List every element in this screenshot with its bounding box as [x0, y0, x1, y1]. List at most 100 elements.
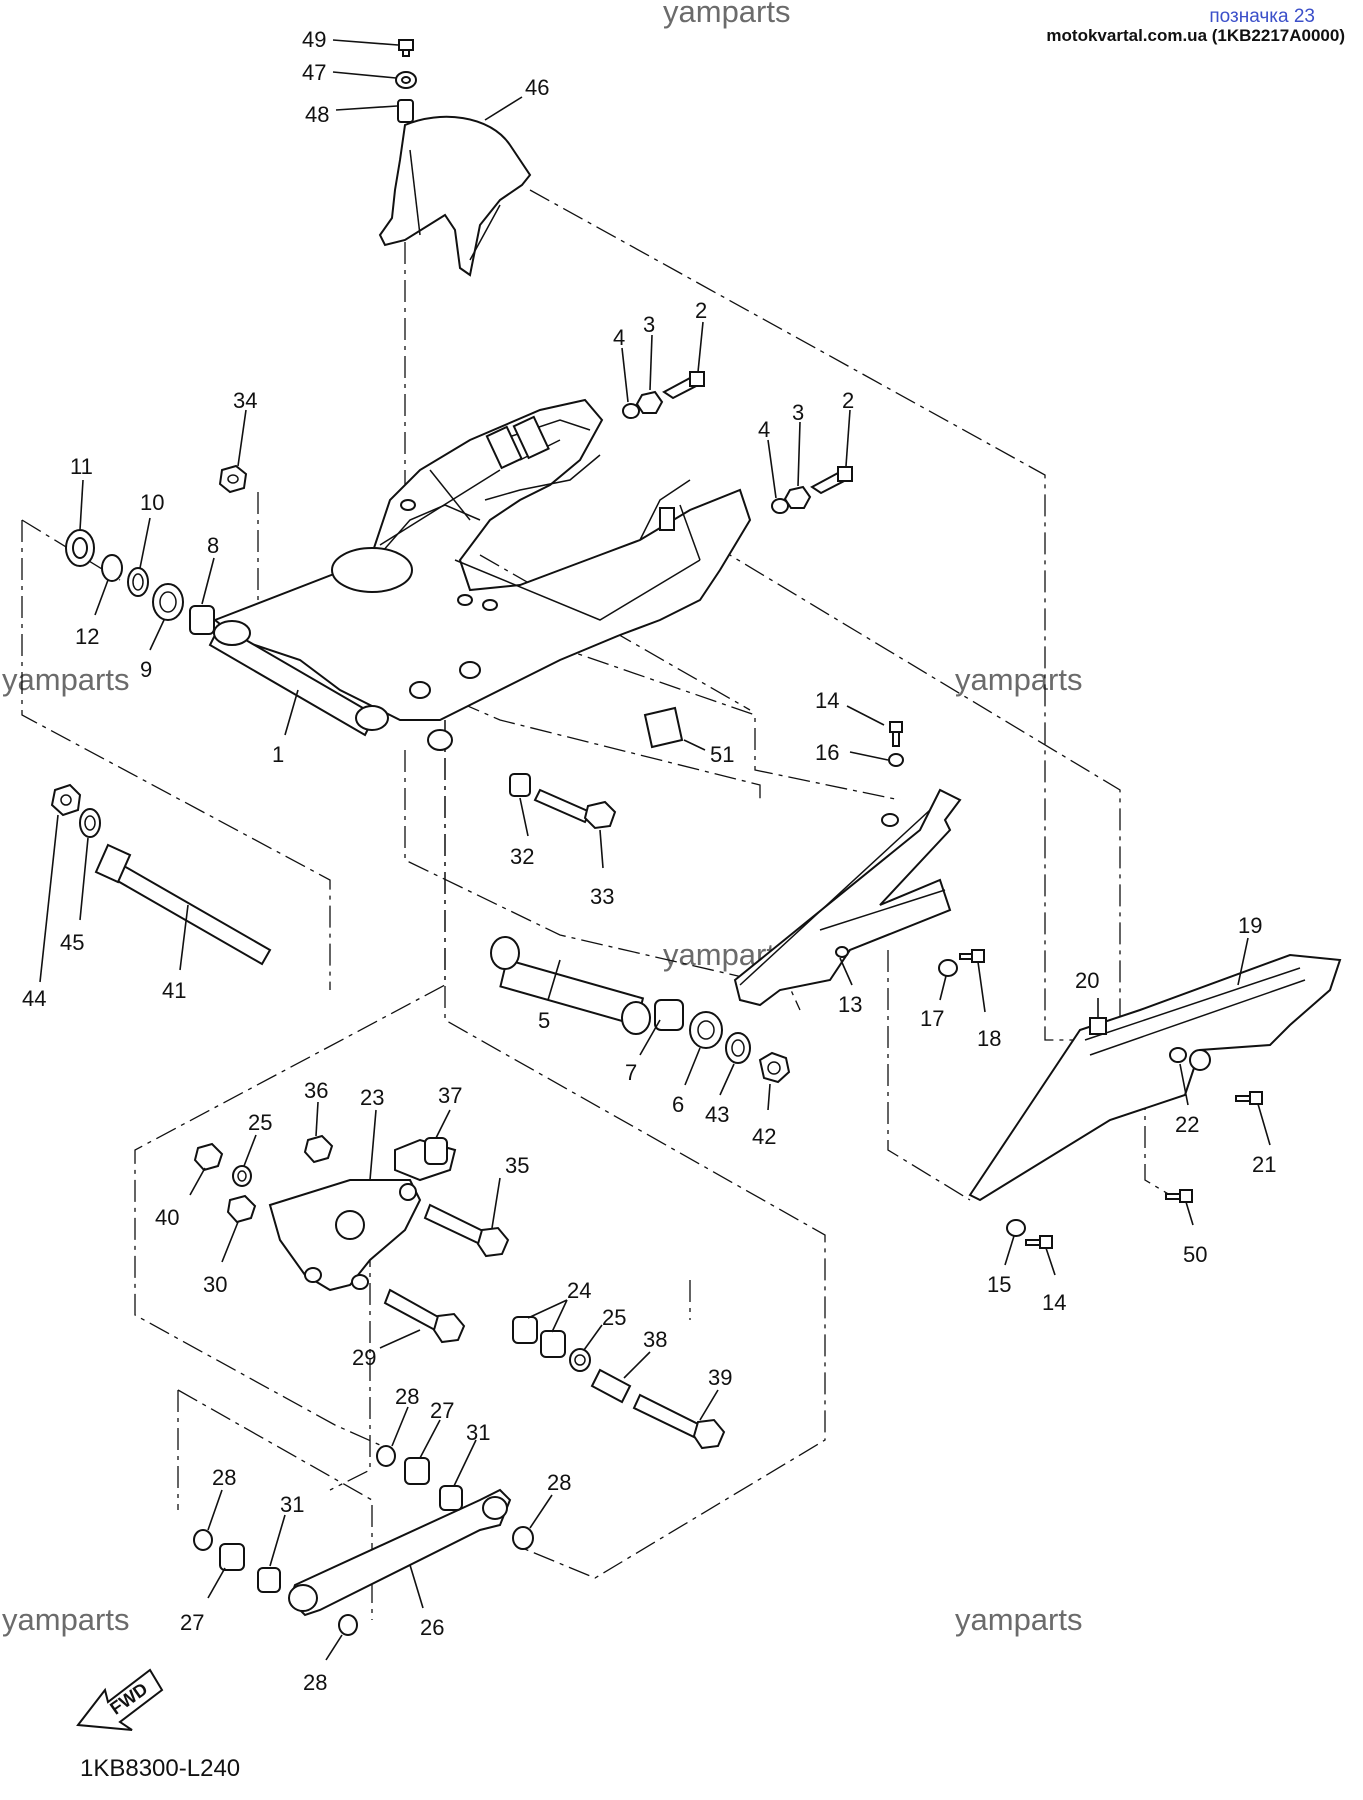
- pivot-tube-1: [208, 620, 389, 737]
- swingarm: [213, 398, 752, 751]
- watermark-left-mid: yamparts: [2, 662, 130, 697]
- callout-2b: 2: [842, 388, 854, 413]
- screw-21: [1235, 1091, 1263, 1105]
- callout-32: 32: [510, 844, 534, 869]
- nut-42: [758, 1051, 791, 1084]
- callout-34: 34: [233, 388, 257, 413]
- callout-17: 17: [920, 1006, 944, 1031]
- bearing-9: [152, 583, 184, 621]
- callout-40: 40: [155, 1205, 179, 1230]
- washer-45: [79, 808, 101, 838]
- callout-7: 7: [625, 1060, 637, 1085]
- callout-42: 42: [752, 1124, 776, 1149]
- callout-28c: 28: [212, 1465, 236, 1490]
- washer-28c: [193, 1529, 213, 1551]
- collar-17: [938, 959, 958, 977]
- callout-12: 12: [75, 624, 99, 649]
- callout-51: 51: [710, 742, 734, 767]
- callout-25b: 25: [602, 1305, 626, 1330]
- callout-19: 19: [1238, 913, 1262, 938]
- callout-9: 9: [140, 657, 152, 682]
- callout-24: 24: [567, 1278, 591, 1303]
- bearing-27a: [404, 1457, 430, 1485]
- nut-34: [218, 464, 248, 494]
- nut-3a: [635, 390, 664, 414]
- collar-31b: [257, 1567, 281, 1593]
- watermark-right-bottom: yamparts: [955, 1602, 1083, 1637]
- spacer-6: [689, 1011, 723, 1049]
- washer-4b: [771, 498, 789, 514]
- callout-26: 26: [420, 1615, 444, 1640]
- page-tag: позначка 23: [1209, 6, 1315, 27]
- washer-43: [725, 1032, 751, 1064]
- callout-28b: 28: [547, 1470, 571, 1495]
- callout-44: 44: [22, 986, 46, 1011]
- screw-50: [1165, 1189, 1193, 1203]
- callout-5: 5: [538, 1008, 550, 1033]
- nut-3b: [783, 485, 812, 509]
- screw-18: [959, 949, 985, 963]
- chain-cover-46: [378, 115, 532, 277]
- collar-32: [509, 773, 531, 797]
- callout-22: 22: [1175, 1112, 1199, 1137]
- callout-2a: 2: [695, 298, 707, 323]
- nut-47: [395, 71, 417, 89]
- seal-11: [65, 529, 95, 567]
- callout-4b: 4: [758, 417, 770, 442]
- callout-49: 49: [302, 27, 326, 52]
- collar-37: [424, 1137, 448, 1165]
- callout-18: 18: [977, 1026, 1001, 1051]
- screw-14a: [889, 721, 903, 747]
- callouts: 49 47 48 46 2 3 4 2 3 4 34 11 10 8 12 9 …: [22, 27, 1276, 1695]
- collar-22: [1169, 1047, 1187, 1063]
- callout-21: 21: [1252, 1152, 1276, 1177]
- bolt-35: [423, 1203, 510, 1258]
- clip-20: [1089, 1017, 1107, 1035]
- label-51: [643, 706, 684, 749]
- shaft-5: [490, 936, 651, 1035]
- callout-41: 41: [162, 978, 186, 1003]
- source-line: motokvartal.com.ua (1KB2217A0000): [1046, 26, 1345, 45]
- callout-3b: 3: [792, 400, 804, 425]
- callout-28a: 28: [395, 1384, 419, 1409]
- callout-43: 43: [705, 1102, 729, 1127]
- callout-47: 47: [302, 60, 326, 85]
- collar-31a: [439, 1485, 463, 1511]
- bolt-39: [632, 1393, 726, 1450]
- callout-11: 11: [70, 454, 93, 479]
- callout-1: 1: [272, 742, 284, 767]
- circlip-10: [127, 567, 149, 597]
- connecting-rod-26: [288, 1488, 512, 1617]
- callout-50: 50: [1183, 1242, 1207, 1267]
- callout-28d: 28: [303, 1670, 327, 1695]
- callout-29: 29: [352, 1345, 376, 1370]
- callout-27b: 27: [180, 1610, 204, 1635]
- bearing-7: [654, 999, 684, 1031]
- callout-8: 8: [207, 533, 219, 558]
- washer-28a: [376, 1445, 396, 1467]
- callout-38: 38: [643, 1327, 667, 1352]
- callout-13: 13: [838, 992, 862, 1017]
- bearing-27b: [219, 1543, 245, 1571]
- relay-arm-23: [268, 1179, 422, 1292]
- assembly-lines: [21, 128, 1171, 1620]
- nut-44: [50, 783, 82, 817]
- collar-15: [1006, 1219, 1026, 1237]
- callout-23: 23: [360, 1085, 384, 1110]
- callout-25a: 25: [248, 1110, 272, 1135]
- callout-45: 45: [60, 930, 84, 955]
- chain-cover-19: [968, 953, 1342, 1202]
- bearing-8: [189, 605, 215, 635]
- washer-16: [888, 753, 904, 767]
- callout-16: 16: [815, 740, 839, 765]
- callout-27a: 27: [430, 1398, 454, 1423]
- nut-40: [193, 1142, 224, 1172]
- callout-31b: 31: [280, 1492, 304, 1517]
- callout-14b: 14: [1042, 1290, 1066, 1315]
- washer-25b: [569, 1348, 591, 1372]
- callout-48: 48: [305, 102, 329, 127]
- diagram-code: 1KB8300-L240: [80, 1755, 241, 1782]
- watermark-top: yamparts: [663, 0, 791, 29]
- washer-4a: [622, 403, 640, 419]
